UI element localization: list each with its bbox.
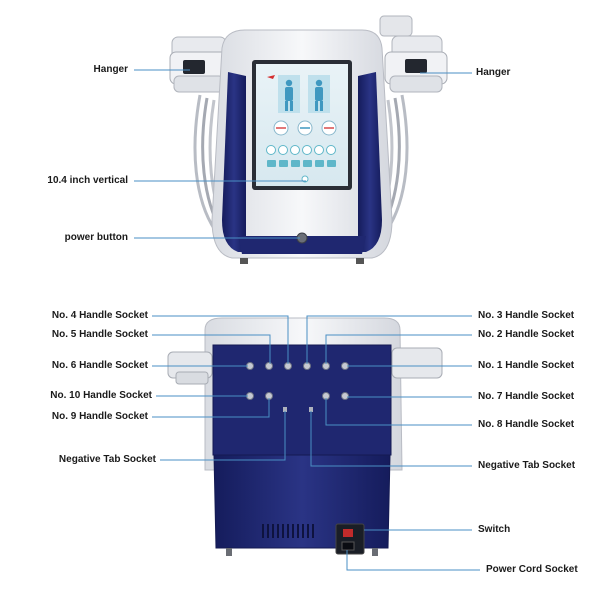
label-socket-no7: No. 7 Handle Socket <box>478 391 574 403</box>
label-socket-no5: No. 5 Handle Socket <box>52 329 148 341</box>
label-negative-tab-right: Negative Tab Socket <box>478 460 575 472</box>
back-device <box>168 318 442 556</box>
label-socket-no2: No. 2 Handle Socket <box>478 329 574 341</box>
label-socket-no9: No. 9 Handle Socket <box>52 411 148 423</box>
label-screen: 10.4 inch vertical <box>47 175 128 187</box>
label-negative-tab-left: Negative Tab Socket <box>59 454 156 466</box>
right-hanger-handles <box>380 16 447 92</box>
label-switch: Switch <box>478 524 510 536</box>
label-socket-no10: No. 10 Handle Socket <box>50 390 152 402</box>
label-socket-no6: No. 6 Handle Socket <box>52 360 148 372</box>
label-hanger-right: Hanger <box>476 67 510 79</box>
label-socket-no3: No. 3 Handle Socket <box>478 310 574 322</box>
label-power-button: power button <box>65 232 128 244</box>
label-socket-no8: No. 8 Handle Socket <box>478 419 574 431</box>
front-device <box>170 16 447 264</box>
label-socket-no1: No. 1 Handle Socket <box>478 360 574 372</box>
label-socket-no4: No. 4 Handle Socket <box>52 310 148 322</box>
label-power-cord-socket: Power Cord Socket <box>486 564 578 576</box>
label-hanger-left: Hanger <box>94 64 128 76</box>
